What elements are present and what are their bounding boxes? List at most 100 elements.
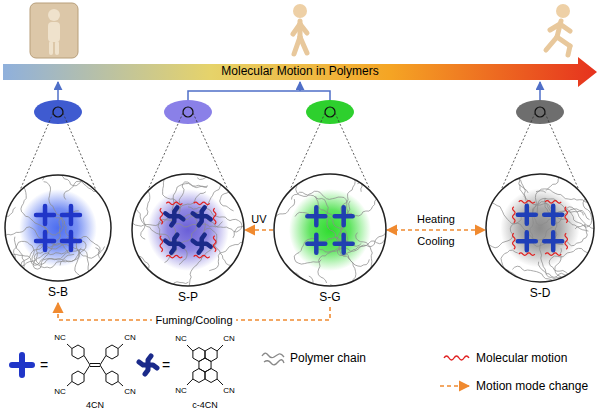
motion-wave xyxy=(545,253,561,256)
structure-4cn xyxy=(67,344,123,386)
motion-wave xyxy=(513,233,516,249)
chemical-label: CN xyxy=(124,387,136,397)
circle-content xyxy=(131,173,245,287)
polymer-chain xyxy=(208,173,245,178)
cross xyxy=(36,206,54,224)
polymer-chain xyxy=(131,182,207,226)
chemical-label: CN xyxy=(124,333,136,343)
polymer-chain xyxy=(296,179,362,246)
motion-sample xyxy=(444,356,469,360)
cross xyxy=(307,207,325,225)
circle-ground xyxy=(4,174,112,282)
polymer-chain xyxy=(554,225,595,283)
polymer-chain xyxy=(131,279,143,287)
sample-label: S-B xyxy=(4,285,112,299)
color-disc xyxy=(164,100,212,124)
sample-node: S-B xyxy=(4,174,112,299)
polymer-chain xyxy=(292,192,370,266)
legend-text: Molecular motion xyxy=(476,351,567,365)
polymer-chain xyxy=(538,257,595,283)
arrow-bar-label: Molecular Motion in Polymers xyxy=(150,63,450,80)
circle-ground xyxy=(273,173,387,287)
color-disc xyxy=(516,100,564,124)
motion-wave xyxy=(545,201,561,204)
sample-node: S-G xyxy=(273,173,387,304)
polymer-chain xyxy=(357,173,387,184)
bent-cross xyxy=(165,207,183,225)
motion-wave xyxy=(213,208,216,224)
circle-content xyxy=(485,173,595,283)
motion-wave xyxy=(160,236,163,252)
color-disc xyxy=(34,100,82,124)
cross xyxy=(307,235,325,253)
polymer-chain xyxy=(485,280,496,283)
bent-cross xyxy=(165,235,183,253)
motion-wave xyxy=(213,236,216,252)
edge-label: UV xyxy=(251,213,266,226)
motion-wave xyxy=(166,202,182,205)
circle-outline xyxy=(132,174,244,286)
sample-circle-art xyxy=(4,174,112,282)
circle-ground xyxy=(131,173,245,287)
cross xyxy=(62,206,80,224)
sample-label: S-D xyxy=(485,286,595,300)
running-figure xyxy=(546,4,570,55)
motion-change-sample xyxy=(440,385,469,387)
polymer-chain xyxy=(158,219,222,264)
structure-c4cn xyxy=(187,345,223,385)
motion-wave xyxy=(160,208,163,224)
mode-change-arrow xyxy=(245,229,273,231)
cross xyxy=(518,232,536,250)
polymer-chain xyxy=(220,173,245,211)
motion-wave xyxy=(565,207,568,223)
cross xyxy=(544,232,562,250)
sample-label: S-G xyxy=(273,290,387,304)
polymer-chain xyxy=(209,209,245,271)
motion-wave xyxy=(166,255,182,258)
motion-wave xyxy=(519,201,535,204)
zoom-lines xyxy=(20,113,578,190)
polymer-chain xyxy=(299,233,372,287)
polymer-chain xyxy=(107,259,112,283)
cross xyxy=(335,235,353,253)
equals-sign: = xyxy=(40,357,48,373)
edge-label: Fuming/Cooling xyxy=(152,314,235,327)
cross xyxy=(335,207,353,225)
motion-wave xyxy=(513,207,516,223)
circle-outline xyxy=(5,175,111,281)
polymer-chain xyxy=(77,248,112,282)
motion-wave xyxy=(194,255,210,258)
polymer-chain xyxy=(182,207,242,232)
emission-glow xyxy=(289,189,371,271)
polymer-chain-sample xyxy=(262,353,284,365)
legend-text: Polymer chain xyxy=(290,351,366,365)
chemical-label: c-4CN xyxy=(192,400,218,411)
circle-content xyxy=(4,174,112,282)
bent-cross-symbol xyxy=(139,356,157,374)
motion-wave xyxy=(519,253,535,256)
color-disc xyxy=(306,100,354,124)
bent-cross xyxy=(193,235,211,253)
polymer-chain xyxy=(131,183,177,263)
edge-label: Heating Cooling xyxy=(410,208,462,252)
chemical-label: NC xyxy=(54,387,66,397)
circle-content xyxy=(273,173,387,287)
cross xyxy=(36,232,54,250)
sample-circle-art xyxy=(131,173,245,287)
circle-outline xyxy=(274,174,386,286)
walking-figure xyxy=(293,4,307,54)
sample-node: S-D xyxy=(485,173,595,300)
chemical-label: CN xyxy=(223,334,235,344)
bent-cross xyxy=(193,207,211,225)
mode-change-arrow xyxy=(387,229,485,231)
sample-node: S-P xyxy=(131,173,245,304)
chemical-label: NC xyxy=(175,386,187,396)
motion-wave xyxy=(194,202,210,205)
chemical-label: 4CN xyxy=(86,400,104,411)
sample-circle-art xyxy=(273,173,387,287)
cross xyxy=(518,206,536,224)
cross xyxy=(62,232,80,250)
polymer-chain xyxy=(371,173,387,174)
polymer-chain xyxy=(163,173,209,206)
